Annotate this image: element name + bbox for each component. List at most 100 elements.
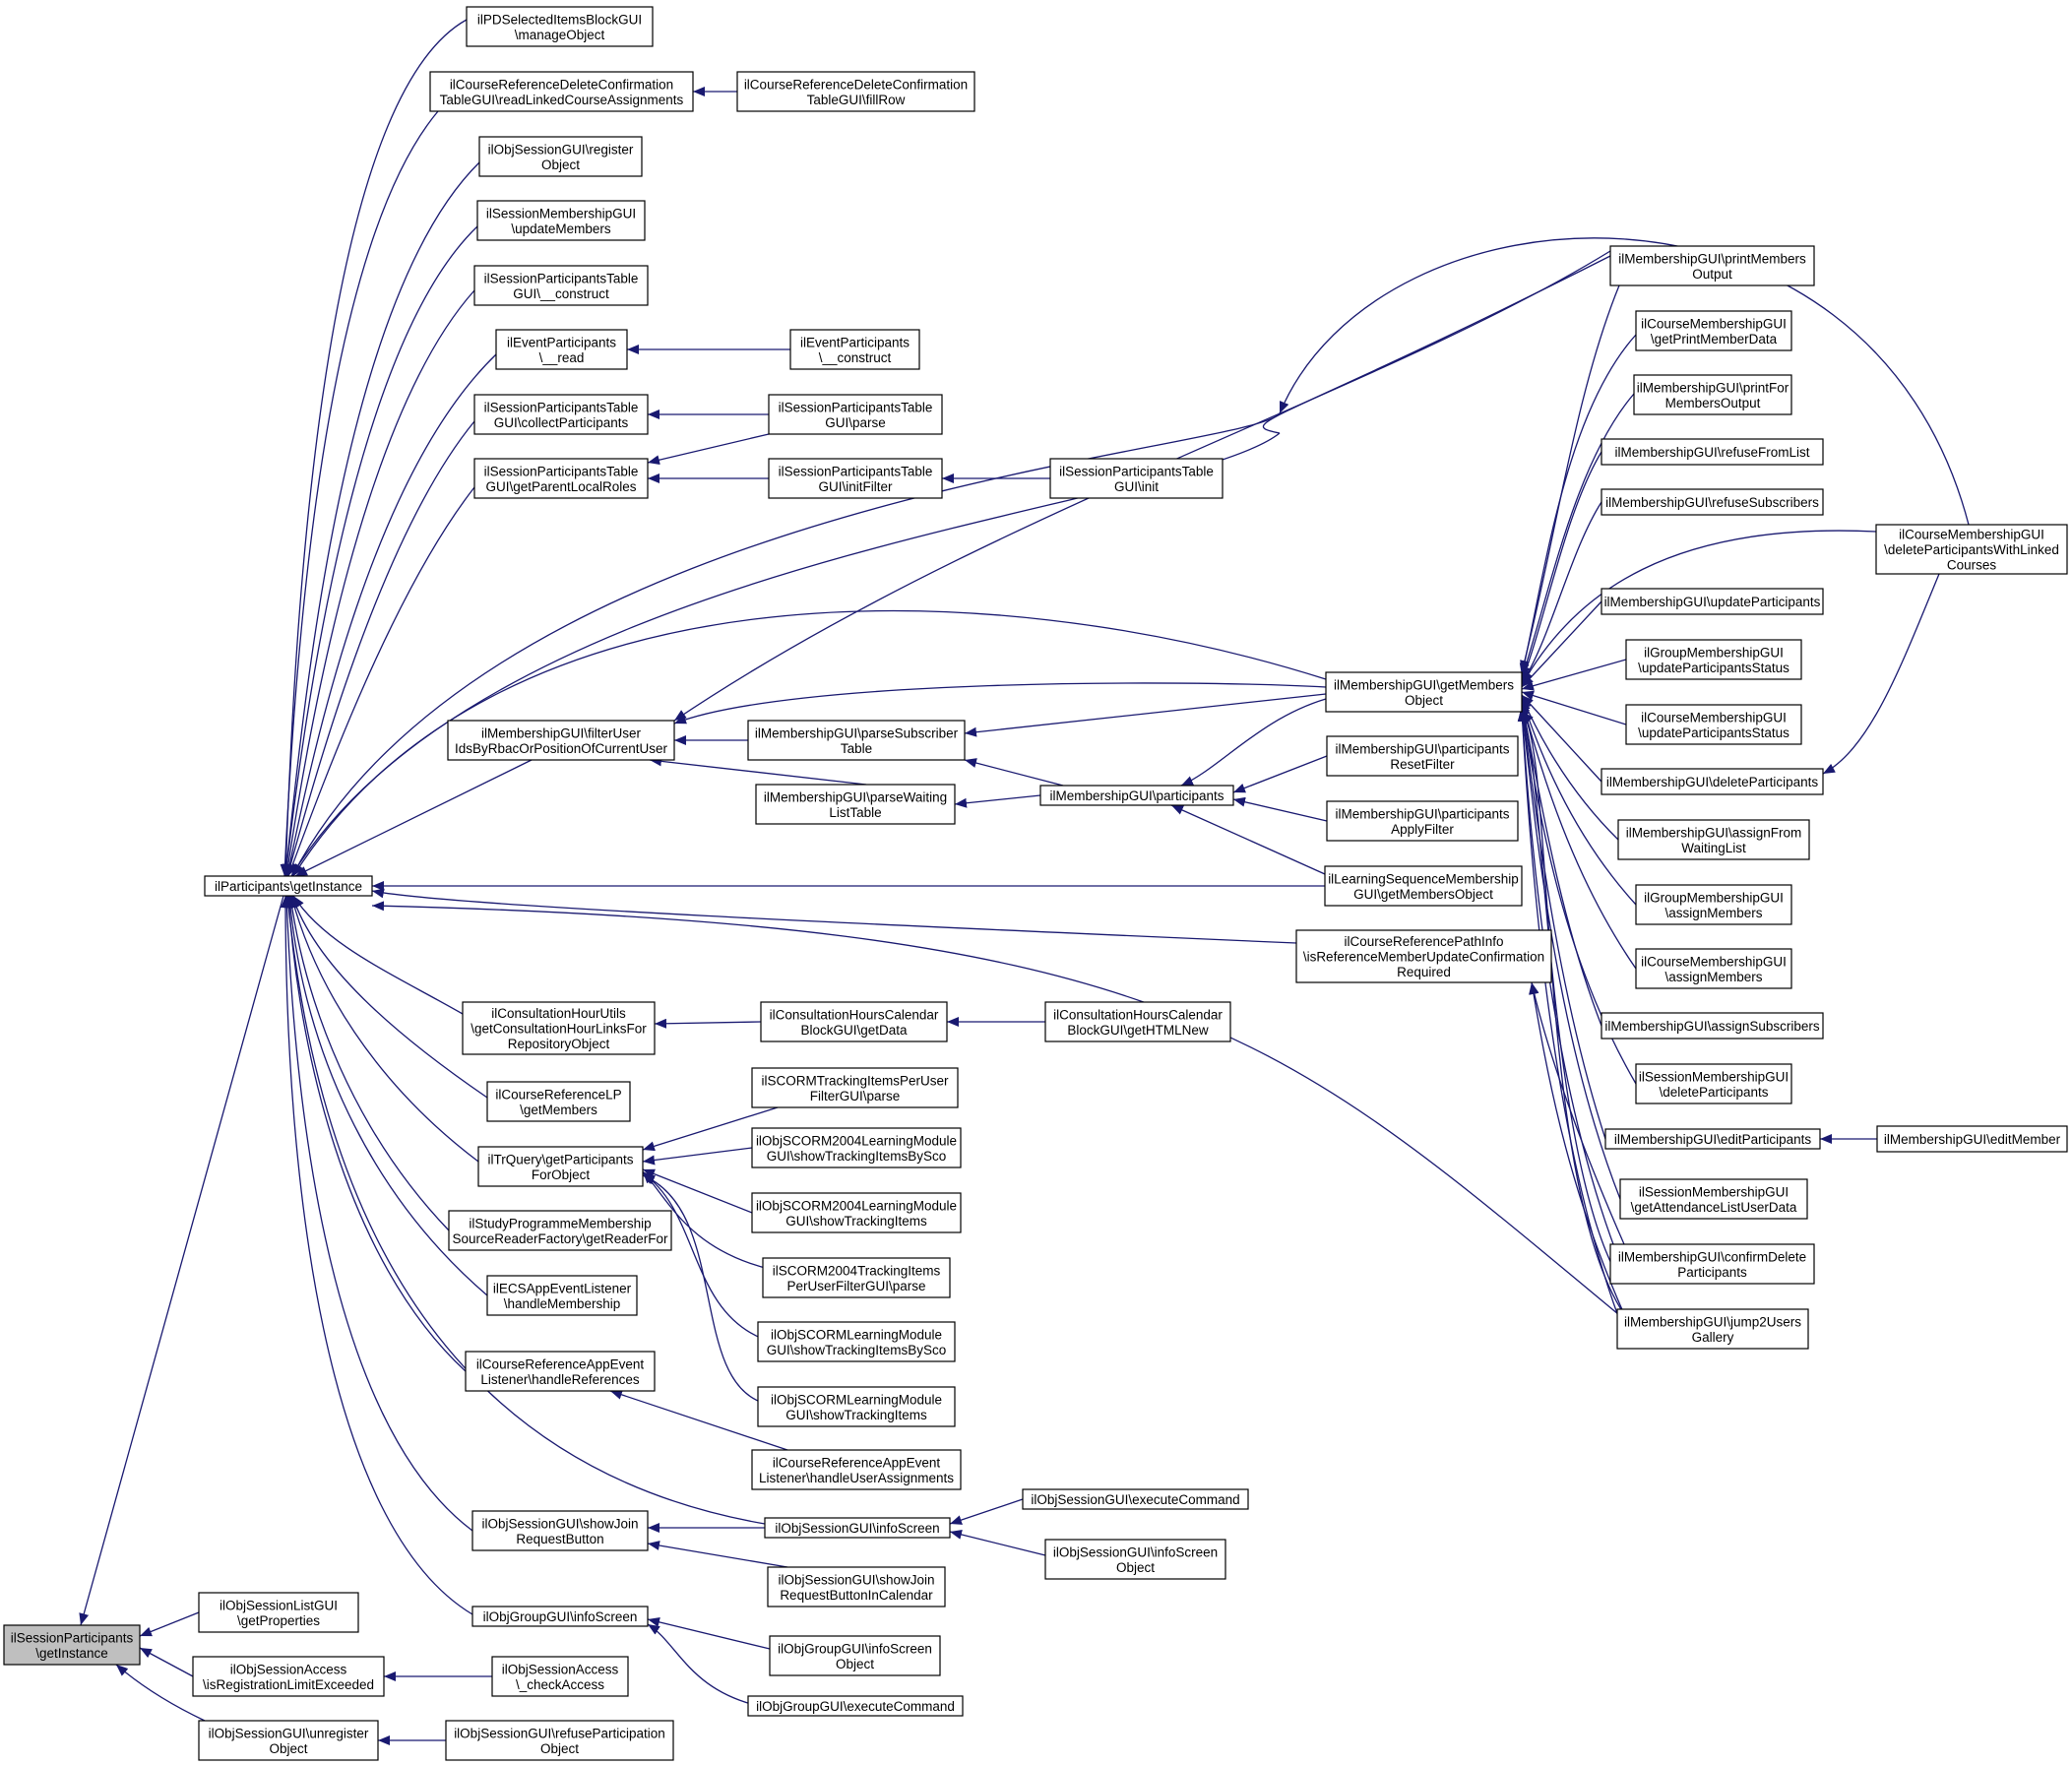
node-label: Required <box>1397 965 1451 979</box>
node-label: ilMembershipGUI\editParticipants <box>1614 1132 1812 1147</box>
graph-node-chcalhtml[interactable]: ilConsultationHoursCalendarBlockGUI\getH… <box>1044 1001 1231 1042</box>
graph-node-refusesub[interactable]: ilMembershipGUI\refuseSubscribers <box>1601 488 1824 516</box>
graph-node-participants[interactable]: ilMembershipGUI\participants <box>1039 785 1234 806</box>
edge-cmdellinked-getmembers <box>1521 530 1877 686</box>
graph-node-smattend[interactable]: ilSessionMembershipGUI\getAttendanceList… <box>1619 1178 1808 1220</box>
graph-node-sessmemupd[interactable]: ilSessionMembershipGUI\updateMembers <box>476 200 646 241</box>
edge-grpexec-grpinfo <box>647 1623 769 1709</box>
graph-node-checkaccess[interactable]: ilObjSessionAccess\_checkAccess <box>491 1656 629 1697</box>
graph-node-infoscreen[interactable]: ilObjSessionGUI\infoScreen <box>764 1517 951 1539</box>
graph-node-updpart[interactable]: ilMembershipGUI\updateParticipants <box>1601 588 1824 615</box>
graph-node-root[interactable]: ilSessionParticipants\getInstance <box>3 1624 141 1666</box>
graph-node-sptcollect[interactable]: ilSessionParticipantsTableGUI\collectPar… <box>473 394 649 435</box>
node-label: ResetFilter <box>1390 757 1455 772</box>
graph-node-grpinfo[interactable]: ilObjGroupGUI\infoScreen <box>471 1606 649 1627</box>
node-label: Object <box>269 1741 307 1756</box>
graph-node-studyprog[interactable]: ilStudyProgrammeMembershipSourceReaderFa… <box>448 1210 672 1251</box>
node-label: ilObjGroupGUI\infoScreen <box>778 1641 932 1656</box>
graph-node-s2004track[interactable]: ilSCORM2004TrackingItemsPerUserFilterGUI… <box>762 1257 951 1298</box>
graph-node-sessaccess[interactable]: ilObjSessionAccess\isRegistrationLimitEx… <box>192 1656 385 1697</box>
graph-node-slmsco[interactable]: ilObjSCORMLearningModuleGUI\showTracking… <box>757 1321 956 1362</box>
graph-node-assignsub[interactable]: ilMembershipGUI\assignSubscribers <box>1601 1012 1824 1040</box>
graph-node-partinst[interactable]: ilParticipants\getInstance <box>204 875 373 897</box>
graph-node-getmembers[interactable]: ilMembershipGUI\getMembersObject <box>1325 671 1523 713</box>
edge-crdel-partinst <box>280 110 439 877</box>
graph-node-crdelfill[interactable]: ilCourseReferenceDeleteConfirmationTable… <box>736 71 975 112</box>
graph-node-s2004sco[interactable]: ilObjSCORM2004LearningModuleGUI\showTrac… <box>751 1127 962 1168</box>
node-box <box>476 200 646 241</box>
graph-node-ecs[interactable]: ilECSAppEventListener\handleMembership <box>486 1275 638 1316</box>
node-label: ilMembershipGUI\editMember <box>1884 1132 2061 1147</box>
graph-node-crpath[interactable]: ilCourseReferencePathInfo\isReferenceMem… <box>1295 929 1552 983</box>
node-label: ilMembershipGUI\parseSubscriber <box>755 725 959 740</box>
graph-node-crlp[interactable]: ilCourseReferenceLP\getMembers <box>486 1081 631 1122</box>
graph-node-scormtrack[interactable]: ilSCORMTrackingItemsPerUserFilterGUI\par… <box>751 1067 959 1108</box>
graph-node-editmem[interactable]: ilMembershipGUI\editMember <box>1876 1125 2068 1153</box>
graph-node-evconst[interactable]: ilEventParticipants\__construct <box>789 329 920 370</box>
graph-node-cmprint[interactable]: ilCourseMembershipGUI\getPrintMemberData <box>1635 310 1792 351</box>
graph-node-editpart[interactable]: ilMembershipGUI\editParticipants <box>1604 1128 1821 1150</box>
node-box <box>473 265 649 306</box>
edge-trquery-partinst <box>289 895 479 1163</box>
node-label: ilSessionParticipantsTable <box>484 464 639 478</box>
graph-node-delpart[interactable]: ilMembershipGUI\deleteParticipants <box>1601 768 1824 795</box>
graph-node-slmitems[interactable]: ilObjSCORMLearningModuleGUI\showTracking… <box>757 1386 956 1427</box>
graph-node-crappev2[interactable]: ilCourseReferenceAppEventListener\handle… <box>751 1449 962 1490</box>
node-label: ilObjGroupGUI\infoScreen <box>483 1609 638 1624</box>
graph-node-sptroles[interactable]: ilSessionParticipantsTableGUI\getParentL… <box>473 458 649 499</box>
graph-node-refusepart[interactable]: ilObjSessionGUI\refuseParticipationObjec… <box>445 1720 674 1761</box>
node-label: ilMembershipGUI\jump2Users <box>1624 1314 1801 1329</box>
node-label: ilCourseMembershipGUI <box>1641 954 1787 969</box>
edge-editpart-getmembers <box>1518 706 1606 1140</box>
graph-node-showjoincal[interactable]: ilObjSessionGUI\showJoinRequestButtonInC… <box>767 1566 946 1607</box>
node-label: RepositoryObject <box>508 1037 610 1051</box>
graph-node-chcalget[interactable]: ilConsultationHoursCalendarBlockGUI\getD… <box>760 1001 948 1042</box>
graph-node-filteruser[interactable]: ilMembershipGUI\filterUserIdsByRbacOrPos… <box>447 720 675 761</box>
graph-node-pdsel[interactable]: ilPDSelectedItemsBlockGUI\manageObject <box>466 6 654 47</box>
node-box <box>1326 735 1519 777</box>
graph-node-crdel[interactable]: ilCourseReferenceDeleteConfirmationTable… <box>429 71 694 112</box>
graph-node-chutils[interactable]: ilConsultationHourUtils\getConsultationH… <box>462 1001 656 1055</box>
node-box <box>1876 1125 2068 1153</box>
graph-node-gmassign[interactable]: ilGroupMembershipGUI\assignMembers <box>1635 884 1792 925</box>
graph-node-execcmd[interactable]: ilObjSessionGUI\executeCommand <box>1022 1488 1249 1510</box>
graph-node-s2004items[interactable]: ilObjSCORM2004LearningModuleGUI\showTrac… <box>751 1192 962 1233</box>
graph-node-cmupd[interactable]: ilCourseMembershipGUI\updateParticipants… <box>1625 704 1802 745</box>
node-box <box>1625 704 1802 745</box>
graph-node-refusefl[interactable]: ilMembershipGUI\refuseFromList <box>1601 438 1824 466</box>
graph-node-sptconst[interactable]: ilSessionParticipantsTableGUI\__construc… <box>473 265 649 306</box>
graph-node-cmassign[interactable]: ilCourseMembershipGUI\assignMembers <box>1635 948 1792 989</box>
graph-node-sesslist[interactable]: ilObjSessionListGUI\getProperties <box>198 1592 359 1633</box>
graph-node-crappev[interactable]: ilCourseReferenceAppEventListener\handle… <box>465 1351 656 1392</box>
graph-node-lsm[interactable]: ilLearningSequenceMembershipGUI\getMembe… <box>1324 865 1523 907</box>
graph-node-grpexec[interactable]: ilObjGroupGUI\executeCommand <box>747 1695 964 1717</box>
node-box <box>762 1257 951 1298</box>
graph-node-gmupd[interactable]: ilGroupMembershipGUI\updateParticipantsS… <box>1625 639 1802 680</box>
graph-node-confirmdel[interactable]: ilMembershipGUI\confirmDeleteParticipant… <box>1609 1243 1815 1285</box>
graph-node-evread[interactable]: ilEventParticipants\__read <box>495 329 628 370</box>
node-box <box>1601 588 1824 615</box>
graph-node-cmdellinked[interactable]: ilCourseMembershipGUI\deleteParticipants… <box>1875 524 2068 575</box>
node-label: ilMembershipGUI\printMembers <box>1618 251 1806 266</box>
node-label: ilMembershipGUI\assignSubscribers <box>1604 1019 1820 1034</box>
node-box <box>1625 639 1802 680</box>
graph-node-smdel[interactable]: ilSessionMembershipGUI\deleteParticipant… <box>1635 1063 1792 1104</box>
edge-unreg-root <box>115 1664 206 1722</box>
